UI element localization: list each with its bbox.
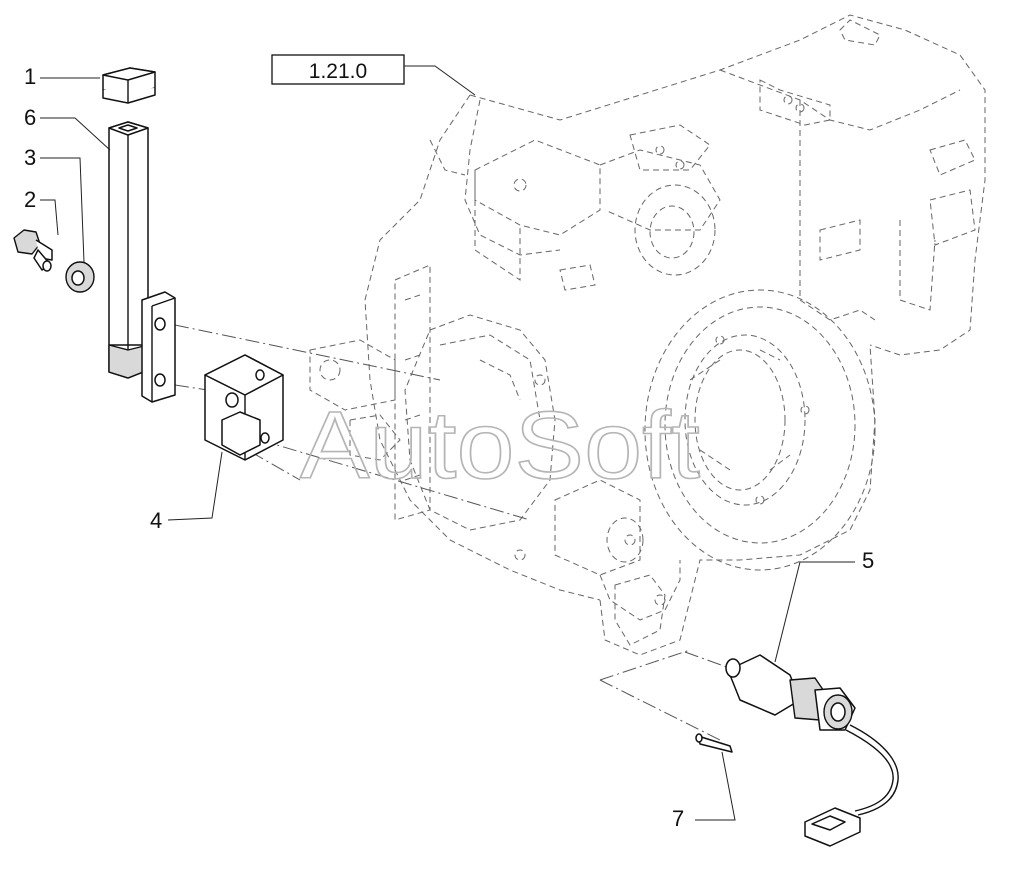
bar-mounting-plate [141, 291, 176, 403]
part-5-sensor [725, 654, 899, 847]
callout-2: 2 [24, 187, 36, 212]
part-1-cap [102, 67, 156, 104]
callouts: 1 6 3 2 4 5 7 [24, 64, 874, 831]
callout-1: 1 [24, 64, 36, 89]
part-7-pin [695, 733, 733, 753]
callout-3: 3 [24, 145, 36, 170]
part-2-bolt [13, 229, 53, 272]
callout-7: 7 [672, 806, 684, 831]
watermark: AutoSoft [300, 392, 700, 499]
reference-box-label: 1.21.0 [309, 60, 367, 83]
transmission-housing [309, 14, 986, 656]
part-4-clamp [204, 354, 284, 461]
part-6-bar [108, 121, 149, 379]
callout-4: 4 [150, 508, 162, 533]
part-3-washer [65, 261, 95, 293]
callout-6: 6 [24, 105, 36, 130]
reference-box: 1.21.0 [271, 54, 476, 96]
callout-5: 5 [862, 548, 874, 573]
